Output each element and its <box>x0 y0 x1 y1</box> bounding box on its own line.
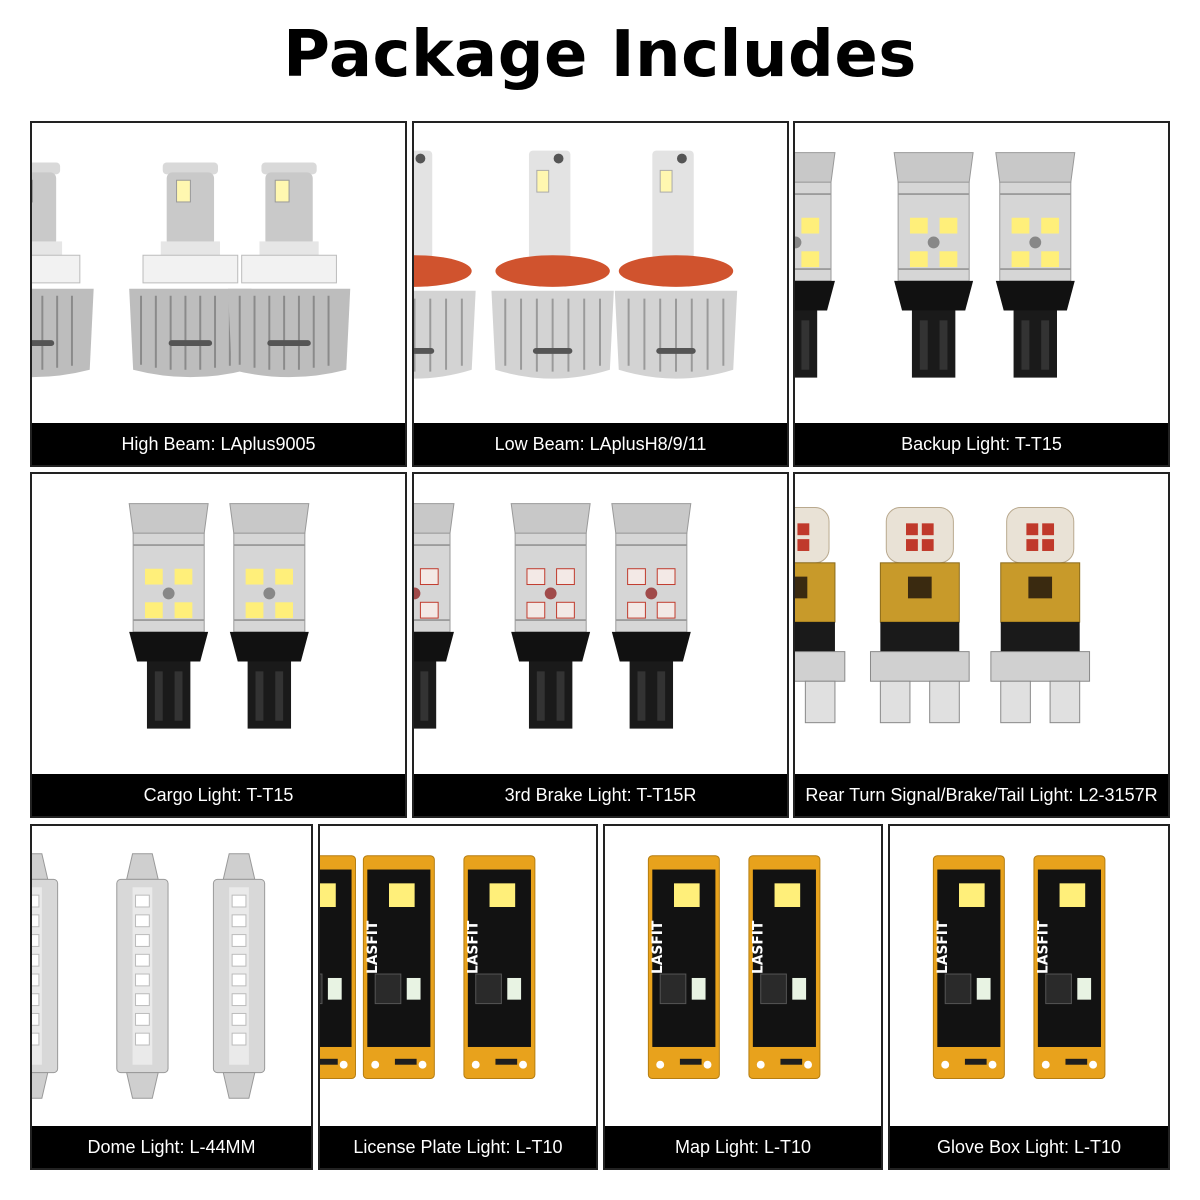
product-label: 3rd Brake Light: T-T15R <box>414 774 787 816</box>
product-card-high-beam: High Beam: LAplus9005 <box>30 121 407 467</box>
product-card-license-plate-light: LASFIT License Plate Light: L-T10 <box>318 824 598 1170</box>
wedge-bulb-t15-red-icon <box>414 474 787 774</box>
product-label: Rear Turn Signal/Brake/Tail Light: L2-31… <box>795 774 1168 816</box>
product-card-cargo-light: Cargo Light: T-T15 <box>30 472 407 818</box>
product-card-map-light: Map Light: L-T10 <box>603 824 883 1170</box>
product-label: License Plate Light: L-T10 <box>320 1126 596 1168</box>
t10-led-board-icon <box>605 826 881 1126</box>
wedge-bulb-t15-white-icon <box>795 123 1168 423</box>
t10-led-board-icon <box>890 826 1168 1126</box>
wedge-bulb-t15-white-icon <box>32 474 405 774</box>
product-label: High Beam: LAplus9005 <box>32 423 405 465</box>
product-card-third-brake-light: 3rd Brake Light: T-T15R <box>412 472 789 818</box>
product-card-glove-box-light: Glove Box Light: L-T10 <box>888 824 1170 1170</box>
product-card-dome-light: Dome Light: L-44MM <box>30 824 313 1170</box>
product-label: Cargo Light: T-T15 <box>32 774 405 816</box>
product-card-low-beam: Low Beam: LAplusH8/9/11 <box>412 121 789 467</box>
wedge-bulb-3157-icon <box>795 474 1168 774</box>
festoon-bulb-44mm-icon <box>32 826 311 1126</box>
headlight-bulb-9005-icon <box>32 123 405 423</box>
headlight-bulb-h11-icon <box>414 123 787 423</box>
product-label: Map Light: L-T10 <box>605 1126 881 1168</box>
page-title: Package Includes <box>283 18 917 92</box>
product-label: Backup Light: T-T15 <box>795 423 1168 465</box>
product-card-backup-light: Backup Light: T-T15 <box>793 121 1170 467</box>
product-label: Dome Light: L-44MM <box>32 1126 311 1168</box>
product-label: Glove Box Light: L-T10 <box>890 1126 1168 1168</box>
t10-led-board-icon: LASFIT <box>320 826 596 1126</box>
product-label: Low Beam: LAplusH8/9/11 <box>414 423 787 465</box>
product-card-rear-turn-signal: Rear Turn Signal/Brake/Tail Light: L2-31… <box>793 472 1170 818</box>
